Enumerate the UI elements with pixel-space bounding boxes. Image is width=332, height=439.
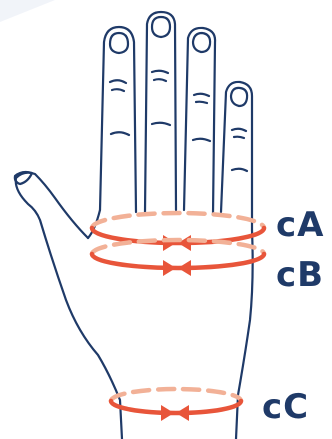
measurement-band-cC: [111, 389, 241, 421]
arrow-head-left: [176, 405, 189, 421]
arrow-head-right: [163, 235, 176, 251]
hand-outline-icon: [15, 12, 253, 439]
measurement-label-cB: cB: [276, 258, 324, 292]
measurement-label-cA: cA: [276, 208, 324, 242]
band-back-dashed: [92, 213, 264, 228]
band-front: [92, 254, 264, 268]
arrow-head-right: [161, 405, 174, 421]
arrow-head-right: [163, 260, 176, 276]
arrow-head-left: [178, 235, 191, 251]
corner-shape: [0, 0, 55, 22]
arrow-head-left: [178, 260, 191, 276]
band-back-dashed: [111, 389, 241, 401]
measurement-label-cC: cC: [262, 390, 309, 424]
measurement-band-cB: [92, 240, 264, 276]
band-back-dashed: [92, 240, 264, 254]
band-front: [111, 401, 241, 413]
